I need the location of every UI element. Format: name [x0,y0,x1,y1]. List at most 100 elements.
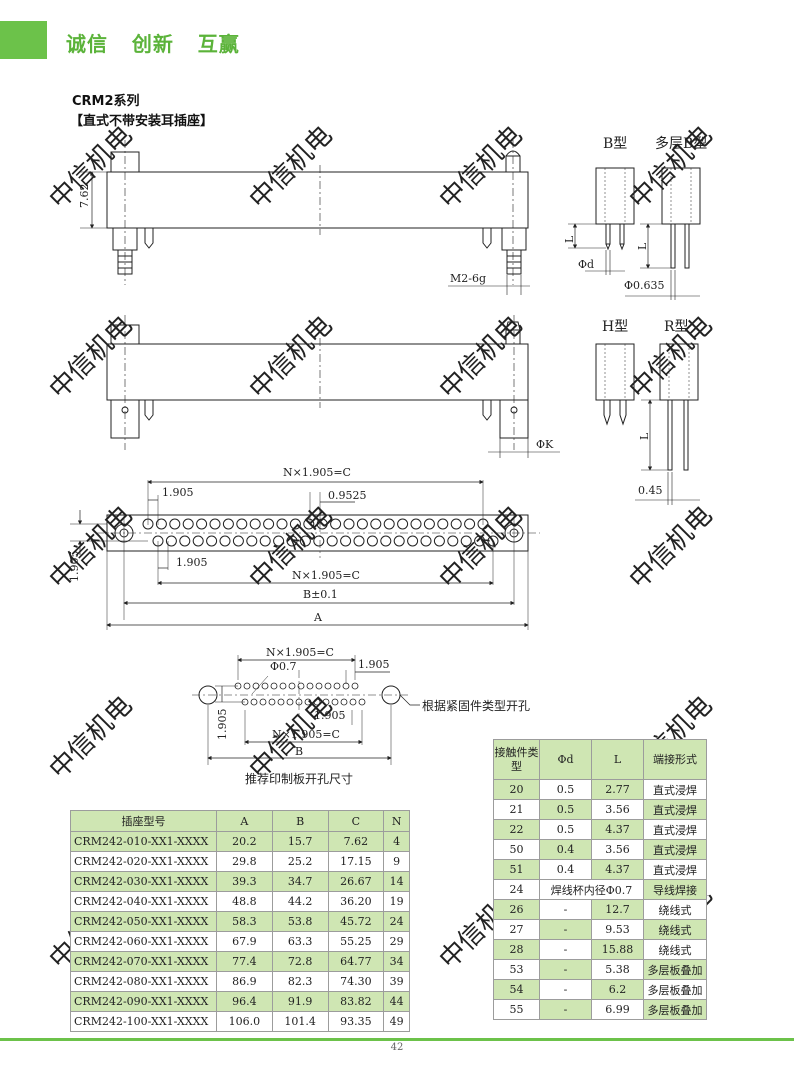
pcb-dim-b: B [295,745,303,758]
table-cell: 24 [383,911,410,932]
table-cell: 21 [493,799,540,820]
table-cell: 绕线式 [643,939,707,960]
table-cell: - [539,919,592,940]
table-cell: 7.62 [327,831,385,852]
watermark-11: 中信机电 [434,500,529,595]
table-cell: 4 [383,831,410,852]
table-cell: 67.9 [216,931,273,952]
section-subtitle: 【直式不带安装耳插座】 [70,114,214,129]
plan-dim-1905-top: 1.905 [162,486,194,499]
table-cell: 22 [493,819,540,840]
label-L-multilayer: L [636,242,649,250]
pin-hole [236,518,248,530]
table-cell: 77.4 [216,951,273,972]
table-cell: 3.56 [591,839,644,860]
plan-view [70,479,540,630]
table-cell: 多层板叠加 [643,959,707,980]
table-cell: 20 [493,779,540,800]
table-cell: 96.4 [216,991,273,1012]
table-cell: - [539,899,592,920]
type-b-label: B型 [603,136,627,152]
type-b-drawing [568,167,635,275]
table-cell: 6.2 [591,979,644,1000]
table-cell: 55 [493,999,540,1020]
table-cell: 72.8 [271,951,329,972]
pcb-hole [250,698,258,706]
pin-hole [263,518,275,530]
pin-hole [437,518,449,530]
watermark-2: 中信机电 [244,120,339,215]
table-cell: 0.5 [539,799,592,820]
socket-header-n: N [383,810,410,832]
table-cell: 53.8 [271,911,329,932]
table-cell: 64.77 [327,951,385,972]
watermark-3: 中信机电 [434,120,529,215]
plan-dim-09525: 0.9525 [328,489,367,502]
pcb-dim-c-top: N×1.905=C [266,646,334,659]
contact-table-header-row: 接触件类型 Φd L 端接形式 [493,739,707,780]
table-cell: 44 [383,991,410,1012]
watermark-1: 中信机电 [44,120,139,215]
pin-hole [397,518,409,530]
pin-hole [142,518,154,530]
table-cell: 0.5 [539,819,592,840]
plan-dim-c-top: N×1.905=C [283,466,351,479]
front-view-bottom [106,315,560,458]
pin-hole [249,518,261,530]
table-cell: 86.9 [216,971,273,992]
dim-0-45: 0.45 [638,484,663,497]
header-accent-bar [0,21,47,59]
pin-hole [209,518,221,530]
watermark-13: 中信机电 [44,690,139,785]
table-cell: 53 [493,959,540,980]
plan-dim-a: A [313,611,323,624]
pcb-hole [306,682,314,690]
table-cell: 4.37 [591,859,644,880]
pcb-hole [252,682,260,690]
plan-dim-c-bottom: N×1.905=C [292,569,360,582]
pin-hole [165,535,177,547]
pin-hole [380,535,392,547]
table-cell: 15.88 [591,939,644,960]
table-cell: 15.7 [271,831,329,852]
table-cell: 0.4 [539,859,592,880]
table-cell: 直式浸焊 [643,839,707,860]
table-cell: - [539,939,592,960]
pcb-hole [358,698,366,706]
table-cell: 36.20 [327,891,385,912]
pin-hole [464,518,476,530]
front-view-top [80,140,530,295]
label-L-r: L [638,432,651,440]
pin-hole [340,535,352,547]
table-cell: 直式浸焊 [643,779,707,800]
pcb-hole [313,698,321,706]
table-cell: 绕线式 [643,919,707,940]
table-cell: 29.8 [216,851,273,872]
pin-hole [410,518,422,530]
type-r-drawing [635,343,700,505]
table-cell: 4.37 [591,819,644,840]
table-cell: 45.72 [327,911,385,932]
pin-hole [313,535,325,547]
table-cell: 多层板叠加 [643,999,707,1020]
pcb-hole [261,682,269,690]
pin-hole [447,535,459,547]
pin-hole [366,535,378,547]
pcb-hole [322,698,330,706]
pin-hole [246,535,258,547]
table-cell: CRM242-060-XX1-XXXX [70,931,217,952]
table-cell: CRM242-020-XX1-XXXX [70,851,217,872]
pin-hole [460,535,472,547]
table-cell: 直式浸焊 [643,799,707,820]
pin-hole [289,518,301,530]
table-cell: CRM242-050-XX1-XXXX [70,911,217,932]
table-cell: CRM242-010-XX1-XXXX [70,831,217,852]
pin-hole [330,518,342,530]
pin-hole [450,518,462,530]
table-cell: 39.3 [216,871,273,892]
socket-table-header-row: 插座型号 A B C N [70,810,410,832]
type-h-drawing [595,343,635,426]
